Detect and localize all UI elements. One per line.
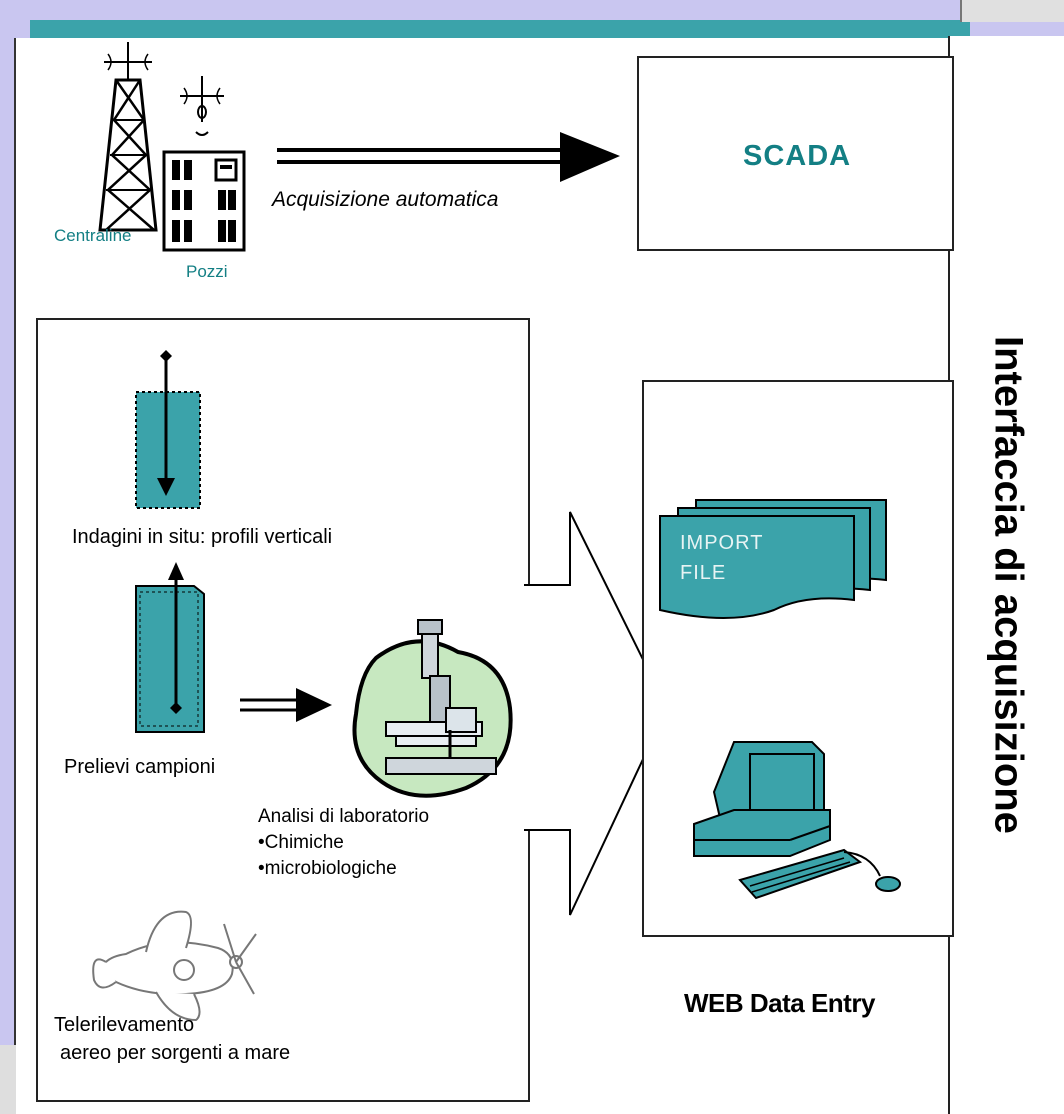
web-data-entry-label: WEB Data Entry: [684, 988, 875, 1018]
telerilevamento-line1: Telerilevamento: [54, 1014, 195, 1036]
double-arrow-right-icon: [277, 132, 620, 182]
analisi-item-microbiologiche: •microbiologiche: [258, 858, 397, 879]
pozzi-label: Pozzi: [186, 262, 228, 281]
corner-panel-top-right: [960, 0, 1064, 22]
microscope-icon: [352, 619, 513, 798]
import-file-label: IMPORT FILE: [680, 528, 763, 588]
import-line1: IMPORT: [680, 532, 764, 554]
computer-icon: [693, 741, 901, 900]
double-arrow-right-icon: [240, 688, 332, 722]
small-antenna-icon: [180, 76, 224, 136]
analisi-title: Analisi di laboratorio: [258, 806, 430, 827]
corner-panel-bottom-left: [0, 1045, 16, 1114]
indagini-label: Indagini in situ: profili verticali: [72, 526, 333, 548]
airplane-icon: [92, 910, 257, 1022]
scada-box: SCADA: [637, 56, 954, 251]
sample-probe-icon: [135, 562, 205, 733]
prelievi-label: Prelievi campioni: [64, 756, 216, 778]
analisi-item-chimiche: •Chimiche: [258, 832, 344, 853]
top-band: [0, 0, 960, 22]
centraline-label: Centraline: [54, 226, 132, 245]
antenna-tower-icon: [98, 42, 158, 232]
telerilevamento-line2: aereo per sorgenti a mare: [60, 1042, 291, 1064]
interface-panel: Interfaccia di acquisizione: [948, 36, 1064, 1114]
interface-label: Interfaccia di acquisizione: [986, 336, 1031, 834]
profile-probe-icon: [135, 350, 201, 509]
file-stack-icon: [659, 499, 887, 619]
analisi-block: Analisi di laboratorio •Chimiche •microb…: [258, 804, 429, 882]
building-icon: [162, 150, 246, 252]
scada-label: SCADA: [743, 140, 852, 172]
top-teal-bar: [30, 20, 970, 38]
import-line2: FILE: [680, 562, 727, 584]
acquisizione-label: Acquisizione automatica: [272, 188, 499, 211]
